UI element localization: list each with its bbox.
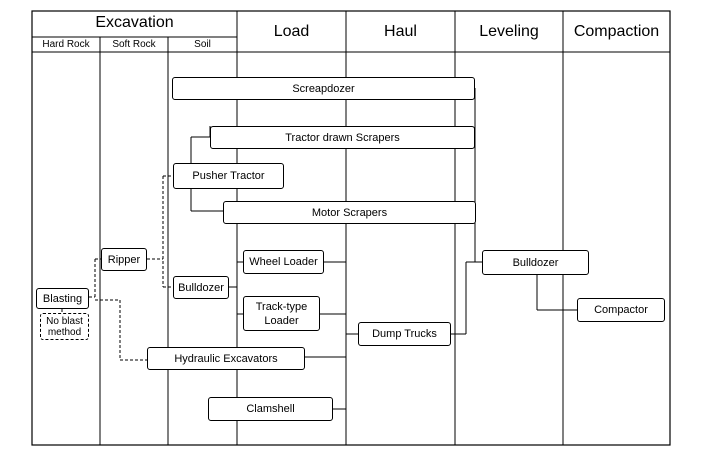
header-hard-rock: Hard Rock <box>42 39 90 50</box>
header-leveling: Leveling <box>479 23 539 40</box>
node-track-type-loader: Track-type Loader <box>243 296 320 331</box>
header-load: Load <box>273 23 310 40</box>
header-haul: Haul <box>384 23 417 40</box>
node-compactor: Compactor <box>577 298 665 322</box>
table-frame <box>31 10 671 446</box>
header-soil: Soil <box>194 39 211 50</box>
node-bulldozer-leveling: Bulldozer <box>482 250 589 275</box>
header-soft-rock: Soft Rock <box>112 39 156 50</box>
node-wheel-loader: Wheel Loader <box>243 250 324 274</box>
header-compaction: Compaction <box>573 23 660 40</box>
node-dump-trucks: Dump Trucks <box>358 322 451 346</box>
header-excavation: Excavation <box>95 14 174 31</box>
node-scraper-dozer: Screapdozer <box>172 77 475 100</box>
node-pusher-tractor: Pusher Tractor <box>173 163 284 189</box>
node-tractor-drawn-scrapers: Tractor drawn Scrapers <box>210 126 475 149</box>
node-no-blast-method: No blast method <box>40 313 89 340</box>
node-hydraulic-excavators: Hydraulic Excavators <box>147 347 305 370</box>
node-blasting: Blasting <box>36 288 89 309</box>
node-ripper: Ripper <box>101 248 147 271</box>
node-motor-scrapers: Motor Scrapers <box>223 201 476 224</box>
node-clamshell: Clamshell <box>208 397 333 421</box>
node-bulldozer-soil: Bulldozer <box>173 276 229 299</box>
